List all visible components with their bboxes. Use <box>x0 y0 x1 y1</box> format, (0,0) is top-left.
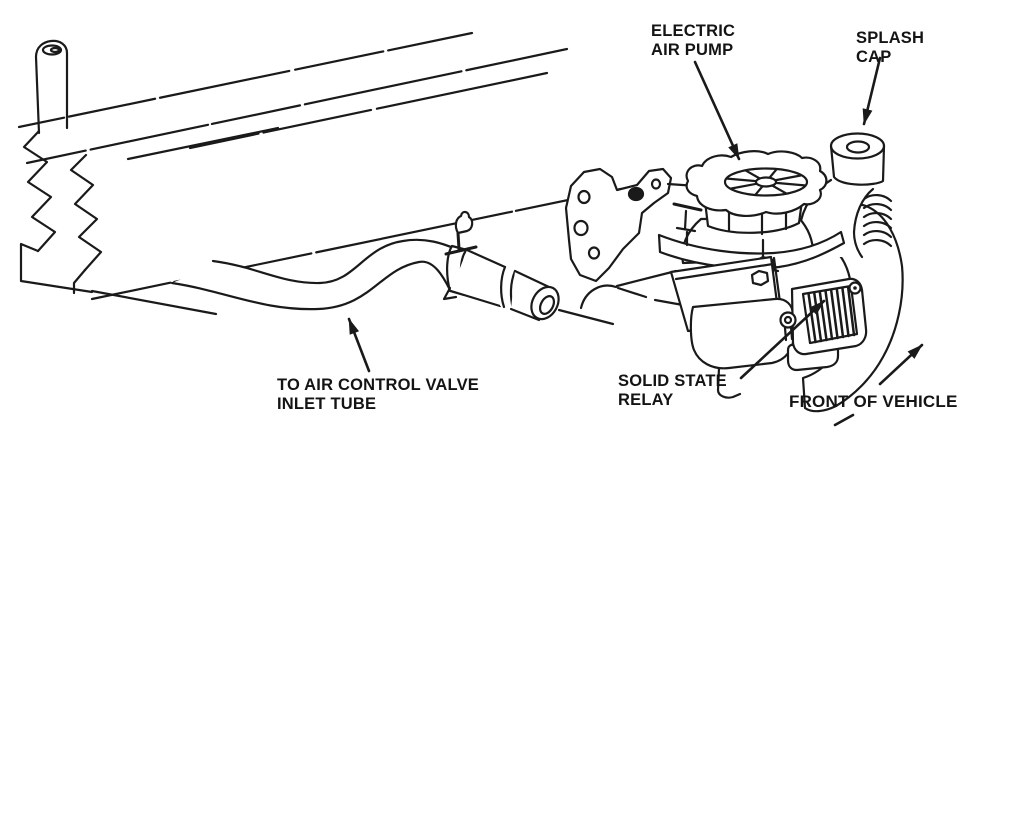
inlet-tube-arrow <box>347 317 371 373</box>
splash-cap-arrow <box>862 56 882 126</box>
air-control-valve-label: TO AIR CONTROL VALVE INLET TUBE <box>277 376 479 414</box>
solid-state-relay-label-line1: SOLID STATE <box>618 372 727 390</box>
inlet-hose-drawing <box>170 210 615 326</box>
rail-break-edge <box>22 129 57 253</box>
leader-arrows <box>347 56 924 427</box>
mounting-bracket-drawing <box>564 167 699 310</box>
electric-air-pump-arrow <box>693 60 741 161</box>
electric-air-pump-label-line1: ELECTRIC <box>651 22 736 40</box>
air-control-valve-label-line2: INLET TUBE <box>277 395 377 413</box>
inlet-tube-end <box>509 269 560 322</box>
splash-cap-label-line1: SPLASH <box>856 29 925 47</box>
rail-break-edge-inner <box>69 153 103 272</box>
splash-cap-label: SPLASH CAP <box>856 29 924 67</box>
electric-air-pump-drawing <box>657 150 846 399</box>
air-control-valve-label-line1: TO AIR CONTROL VALVE <box>277 376 480 394</box>
pump-fan <box>723 167 809 197</box>
electric-air-pump-label: ELECTRIC AIR PUMP <box>651 22 735 60</box>
solid-state-relay-label-line2: RELAY <box>618 391 674 409</box>
solid-state-relay-arrow <box>739 299 826 380</box>
pump-silencer <box>689 297 796 399</box>
frame-rail-drawing <box>17 31 623 316</box>
hose-clamp <box>442 210 478 301</box>
solid-state-relay-drawing <box>779 277 868 356</box>
electric-air-pump-label-line2: AIR PUMP <box>651 41 734 59</box>
pump-stud-left <box>672 202 703 247</box>
solid-state-relay-label: SOLID STATE RELAY <box>618 372 727 410</box>
splash-cap-label-line2: CAP <box>856 48 892 66</box>
splash-cap-drawing <box>829 132 886 186</box>
front-of-vehicle-label-text: FRONT OF VEHICLE <box>789 392 958 411</box>
front-of-vehicle-arrow <box>878 343 924 386</box>
rail-post <box>34 39 69 135</box>
front-of-vehicle-tick <box>833 413 855 427</box>
rail-post-top <box>41 44 63 56</box>
front-of-vehicle-label: FRONT OF VEHICLE <box>789 392 957 411</box>
